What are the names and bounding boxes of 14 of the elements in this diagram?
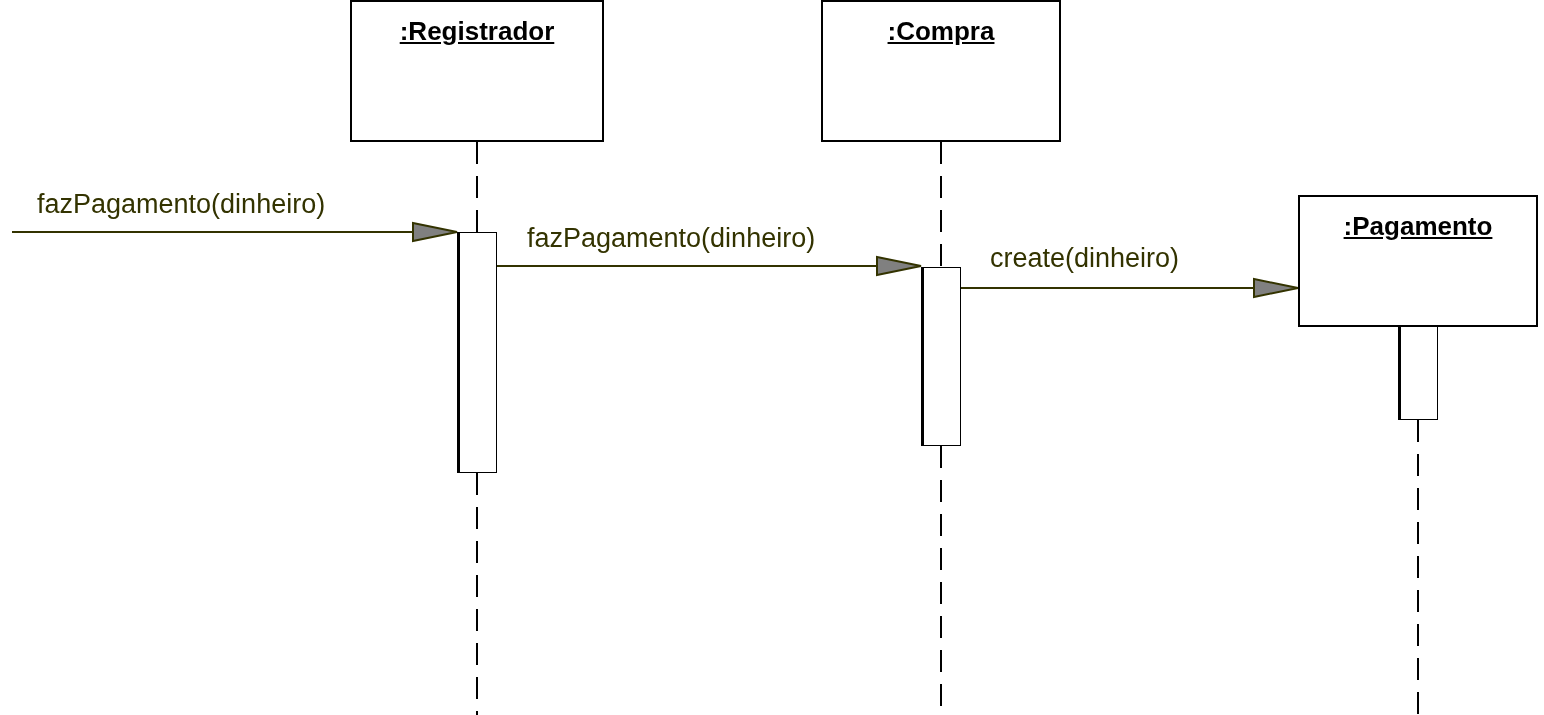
message-arrow	[960, 278, 1299, 298]
lifeline	[940, 141, 942, 268]
activation-bar	[1398, 326, 1438, 420]
object-name: :Pagamento	[1342, 211, 1494, 242]
lifeline-head	[1298, 195, 1538, 327]
activation-bar	[921, 267, 961, 446]
activation-bar	[457, 232, 497, 473]
message-arrow	[496, 256, 922, 276]
object-name: :Compra	[886, 16, 996, 47]
object-name: :Registrador	[398, 16, 556, 47]
lifeline	[476, 141, 478, 233]
lifeline-head	[821, 0, 1061, 142]
message-arrow	[11, 222, 458, 242]
lifeline-head	[350, 0, 604, 142]
